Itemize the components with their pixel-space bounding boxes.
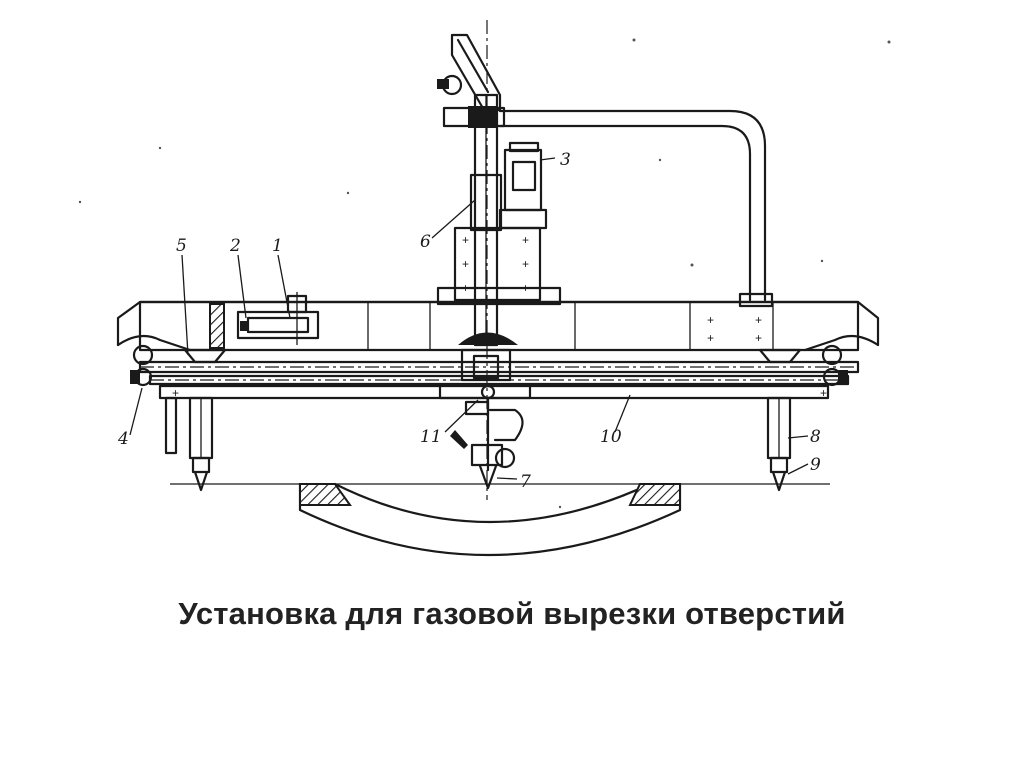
gear-unit	[209, 292, 320, 349]
leader-lines	[129, 157, 809, 480]
gearbox-block: + + + + + +	[436, 226, 562, 306]
svg-text:+: +	[522, 257, 529, 271]
svg-text:+: +	[755, 331, 762, 345]
svg-text:+: +	[462, 233, 469, 247]
svg-text:+: +	[522, 281, 529, 295]
cutting-torch	[450, 384, 524, 490]
svg-text:+: +	[707, 331, 714, 345]
svg-text:+: +	[755, 313, 762, 327]
label-11: 11	[420, 427, 442, 447]
label-6: 6	[420, 232, 431, 252]
figure-caption: Установка для газовой вырезки отверстий	[178, 596, 846, 631]
motor	[498, 141, 548, 230]
gas-cutting-installation-diagram: + + + + + + + + + +	[78, 20, 891, 556]
left-roller-assembly	[130, 344, 227, 492]
mast-assembly	[437, 33, 506, 347]
label-4: 4	[117, 429, 129, 449]
svg-text:+: +	[172, 386, 179, 400]
label-3: 3	[560, 150, 571, 170]
scan-specks	[78, 38, 891, 509]
label-7: 7	[520, 472, 531, 492]
svg-text:+: +	[820, 386, 827, 400]
part-labels: 1 2 3 4 5 6 7 8 9 10 11	[117, 150, 821, 492]
central-hub	[438, 332, 532, 400]
support-arm	[498, 109, 774, 308]
label-1: 1	[272, 236, 283, 256]
label-9: 9	[810, 455, 821, 475]
label-10: 10	[600, 427, 622, 447]
workpiece	[170, 482, 830, 556]
svg-text:+: +	[522, 233, 529, 247]
svg-text:+: +	[462, 257, 469, 271]
label-5: 5	[176, 236, 187, 256]
right-roller-assembly	[758, 344, 848, 492]
svg-text:+: +	[462, 281, 469, 295]
label-8: 8	[810, 427, 821, 447]
svg-text:+: +	[707, 313, 714, 327]
label-2: 2	[229, 236, 241, 256]
